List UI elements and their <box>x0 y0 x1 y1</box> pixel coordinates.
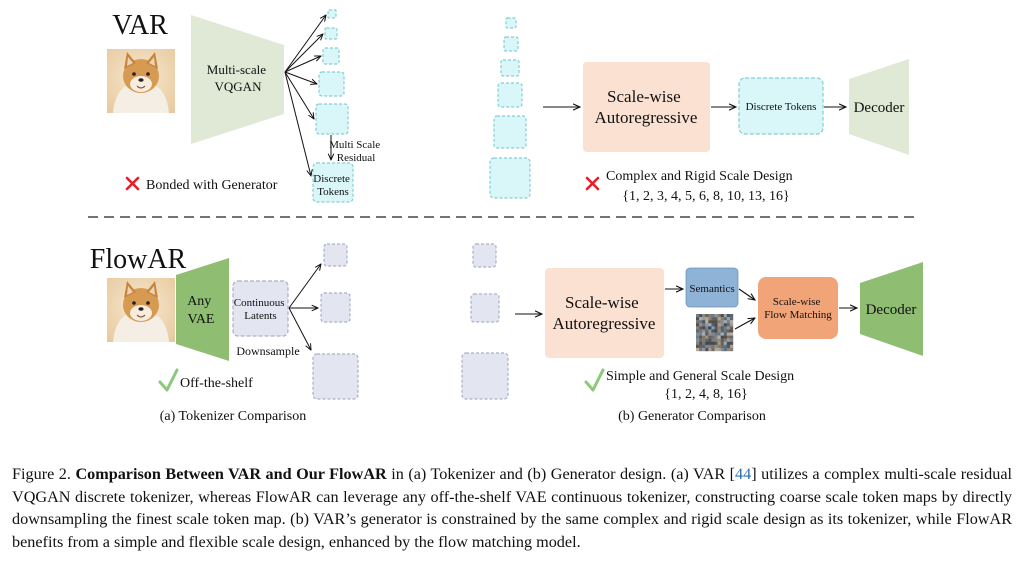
token-map-6 <box>312 162 354 203</box>
discrete-tokens-box <box>738 77 824 135</box>
latent-map-2 <box>320 292 351 323</box>
flowar-autoregressive-label: Scale-wise Autoregressive <box>553 293 656 333</box>
subcaption-b: (b) Generator Comparison <box>618 409 766 424</box>
downsample-label: Downsample <box>236 344 299 358</box>
var-scale-list: {1, 2, 3, 4, 5, 6, 8, 10, 13, 16} <box>622 189 789 204</box>
caption-text-2: ] utilizes a complex multi-scale residua… <box>12 465 1013 551</box>
gen-token-3 <box>500 59 520 77</box>
gen-token-1 <box>505 17 517 29</box>
latent-map-3 <box>312 353 359 400</box>
continuous-latents-label: Continuous Latents <box>234 297 287 322</box>
flow-matching-box <box>758 277 838 339</box>
caption-label: Figure 2. <box>12 465 71 483</box>
flowar-title: FlowAR <box>90 244 187 275</box>
comparison-diagram: VAR Multi-scale VQGAN Multi Scale Residu… <box>88 9 923 424</box>
gen-token-2 <box>503 36 519 52</box>
residual-label: Multi Scale Residual <box>329 139 383 164</box>
token-map-3 <box>322 47 340 65</box>
vqgan-encoder-shape <box>191 15 284 144</box>
caption-text-1: in (a) Tokenizer and (b) Generator desig… <box>386 465 736 483</box>
var-generator-tokens <box>489 17 531 199</box>
var-title: VAR <box>112 10 168 41</box>
gen-latent-2 <box>470 293 500 323</box>
noise-image <box>696 314 734 352</box>
flowar-autoregressive-box <box>545 268 664 358</box>
flowar-latent-pyramid <box>312 243 359 400</box>
red-cross-icon <box>585 176 600 191</box>
discrete-tokens-label: Discrete Tokens <box>313 173 352 198</box>
continuous-latents-box <box>232 280 289 337</box>
var-decoder-shape <box>849 59 909 155</box>
latent-map-1 <box>323 243 348 267</box>
offshelf-note: Off-the-shelf <box>180 376 253 391</box>
var-scale-note: Complex and Rigid Scale Design <box>606 169 793 184</box>
flowar-scale-list: {1, 2, 4, 8, 16} <box>664 387 747 402</box>
var-autoregressive-box <box>583 62 710 152</box>
figure-caption: Figure 2. Comparison Between VAR and Our… <box>12 463 1012 553</box>
caption-bold: Comparison Between VAR and Our FlowAR <box>75 465 387 483</box>
gen-token-6 <box>489 157 531 199</box>
flowar-scale-note: Simple and General Scale Design <box>606 369 794 384</box>
green-check-icon <box>584 368 605 392</box>
dog-photo <box>106 277 176 343</box>
flowar-decoder-label: Decoder <box>866 302 917 318</box>
flowar-generator-latents <box>461 243 509 400</box>
discrete-tokens-box-label: Discrete Tokens <box>746 101 817 113</box>
gen-latent-1 <box>472 243 497 268</box>
citation-link[interactable]: 44 <box>735 465 752 483</box>
vae-label: Any VAE <box>187 294 215 327</box>
var-autoregressive-label: Scale-wise Autoregressive <box>595 87 698 127</box>
semantics-label: Semantics <box>689 283 734 295</box>
var-token-pyramid <box>312 9 354 203</box>
gen-latent-3 <box>461 352 509 400</box>
flowar-decoder-shape <box>860 262 923 356</box>
green-check-icon <box>158 368 179 392</box>
var-tokenizer-arrows <box>284 15 331 176</box>
token-map-2 <box>324 27 338 40</box>
var-decoder-label: Decoder <box>854 100 905 116</box>
dog-photo <box>106 48 176 114</box>
gen-token-5 <box>493 115 527 149</box>
red-cross-icon <box>125 176 140 191</box>
token-map-4 <box>318 71 345 97</box>
gen-token-4 <box>497 82 523 108</box>
token-map-5 <box>315 103 349 135</box>
downsample-arrows <box>288 264 321 350</box>
semantics-box <box>685 267 739 308</box>
flow-matching-label: Scale-wise Flow Matching <box>764 296 832 321</box>
token-map-1 <box>327 9 337 19</box>
bonded-note: Bonded with Generator <box>146 178 278 193</box>
flow-arrows <box>734 288 755 330</box>
subcaption-a: (a) Tokenizer Comparison <box>160 409 307 424</box>
vqgan-label: Multi-scale VQGAN <box>207 62 269 94</box>
vae-encoder-shape <box>176 258 229 361</box>
